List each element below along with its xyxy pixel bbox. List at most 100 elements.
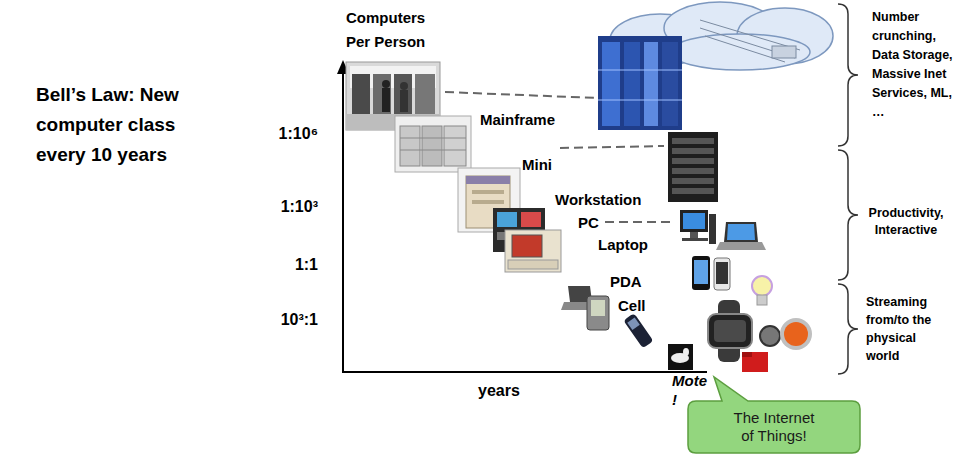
personal-computer-photo bbox=[512, 235, 542, 257]
axis-tick: 1:10⁶ bbox=[256, 124, 318, 144]
callout-box: The Internet of Things! bbox=[688, 401, 860, 453]
class-name: Workstation bbox=[555, 191, 641, 208]
axis-tick: 10³:1 bbox=[281, 311, 318, 328]
datacenter-photo bbox=[598, 100, 682, 101]
curly-bracket bbox=[838, 4, 858, 374]
mini-photo bbox=[395, 116, 471, 172]
cell-phone-photo bbox=[623, 313, 653, 348]
mainframe-photo bbox=[382, 80, 390, 88]
class-name: PC bbox=[578, 214, 604, 232]
pda-photo bbox=[591, 300, 605, 316]
axis-tick: 1:10³ bbox=[256, 197, 318, 217]
smartwatch-photo bbox=[760, 326, 780, 346]
bracket-note: Number crunching, Data Storage, Massive … bbox=[872, 10, 953, 119]
axis-tick: 10³:1 bbox=[256, 310, 318, 330]
title-text: Bell’s Law: New computer class every 10 … bbox=[36, 80, 216, 170]
server-rack-photo bbox=[672, 188, 714, 194]
mainframe-photo bbox=[415, 74, 435, 114]
dashed-link bbox=[560, 146, 664, 148]
server-rack-photo bbox=[672, 138, 714, 144]
sensor-tag-photo bbox=[742, 352, 768, 372]
smart-bulb-photo bbox=[752, 276, 772, 305]
server-rack-photo bbox=[668, 132, 718, 202]
bracket-note: Streaming from/to the physical world bbox=[866, 293, 948, 365]
pc-photo bbox=[521, 212, 541, 227]
cloud-drawing bbox=[670, 34, 810, 70]
cell-phone-photo bbox=[627, 317, 640, 330]
callout-shape bbox=[688, 377, 860, 453]
laptop-photo bbox=[716, 222, 766, 250]
smartphone-photo bbox=[694, 260, 708, 284]
bracket-note: Productivity, Interactive bbox=[858, 205, 954, 239]
workstation-photo bbox=[458, 168, 520, 232]
title-text: Bell’s Law: New computer class every 10 … bbox=[36, 84, 179, 165]
sensor-tag-photo bbox=[742, 352, 768, 372]
thermostat-photo bbox=[780, 318, 812, 350]
smart-bulb-photo bbox=[752, 276, 772, 296]
dashed-link bbox=[605, 221, 675, 223]
smartphone-photo bbox=[716, 262, 728, 284]
mote-photo bbox=[683, 348, 689, 356]
smartwatch-photo bbox=[714, 320, 746, 342]
smartphone-photo bbox=[714, 258, 730, 290]
smartwatch-photo bbox=[708, 314, 752, 348]
smartphone-photo bbox=[692, 256, 730, 290]
desktop-photo bbox=[683, 213, 705, 229]
bracket-note: Streaming from/to the physical world bbox=[866, 295, 931, 363]
desktop-photo bbox=[680, 210, 716, 244]
class-name: Mini bbox=[522, 156, 566, 174]
pda-photo bbox=[587, 296, 609, 330]
cloud-datacenter bbox=[700, 28, 795, 58]
class-name: Workstation bbox=[555, 191, 655, 209]
datacenter-photo bbox=[662, 42, 678, 126]
dashed-link bbox=[445, 92, 598, 98]
mainframe-photo bbox=[400, 82, 408, 90]
laptop-photo bbox=[724, 222, 758, 242]
class-name: Cell bbox=[618, 297, 658, 315]
cell-phone-photo bbox=[623, 313, 653, 348]
axis-tick: 1:10³ bbox=[281, 198, 318, 215]
workstation-photo bbox=[472, 200, 504, 204]
workstation-photo bbox=[458, 168, 520, 232]
personal-computer-photo bbox=[505, 230, 561, 272]
cloud-datacenter bbox=[700, 20, 800, 62]
personal-computer-photo bbox=[505, 230, 561, 272]
class-name: Laptop bbox=[598, 236, 662, 254]
axis-title: Computers Per Person bbox=[346, 6, 436, 54]
pc-photo bbox=[497, 212, 517, 227]
class-name: Mainframe bbox=[480, 111, 580, 129]
smartwatch-photo bbox=[708, 300, 780, 362]
sensor-tag-photo bbox=[742, 352, 752, 357]
mainframe-photo bbox=[394, 74, 412, 114]
mini-photo bbox=[400, 126, 420, 166]
callout-text: The Internet of Things! bbox=[728, 409, 820, 445]
datacenter-photo bbox=[602, 42, 620, 126]
mainframe-photo bbox=[352, 74, 370, 114]
cloud-datacenter bbox=[772, 46, 796, 58]
class-name: PC bbox=[578, 214, 599, 231]
axis bbox=[342, 371, 707, 373]
bracket-note: Number crunching, Data Storage, Massive … bbox=[872, 8, 960, 122]
mini-photo bbox=[395, 116, 471, 172]
desktop-photo bbox=[682, 238, 708, 241]
class-name: Mainframe bbox=[480, 111, 555, 128]
pda-photo bbox=[587, 296, 609, 330]
laptop-photo bbox=[716, 242, 766, 250]
axis-title: years bbox=[478, 382, 520, 399]
curly-bracket bbox=[838, 4, 858, 146]
axis-tick: 1:1 bbox=[295, 256, 318, 273]
server-rack-photo bbox=[672, 158, 714, 164]
datacenter-photo bbox=[598, 70, 682, 71]
mote-photo bbox=[668, 344, 693, 370]
desktop-photo bbox=[680, 210, 708, 232]
workstation-photo bbox=[472, 190, 504, 194]
datacenter-photo bbox=[598, 36, 682, 130]
server-rack-photo bbox=[672, 148, 714, 154]
class-name: Laptop bbox=[598, 236, 648, 253]
server-rack-photo bbox=[668, 132, 718, 202]
server-rack-photo bbox=[672, 168, 714, 174]
axis-tick: 1:1 bbox=[256, 255, 318, 275]
bracket-note: Productivity, Interactive bbox=[869, 206, 944, 237]
mote-photo bbox=[668, 344, 693, 370]
